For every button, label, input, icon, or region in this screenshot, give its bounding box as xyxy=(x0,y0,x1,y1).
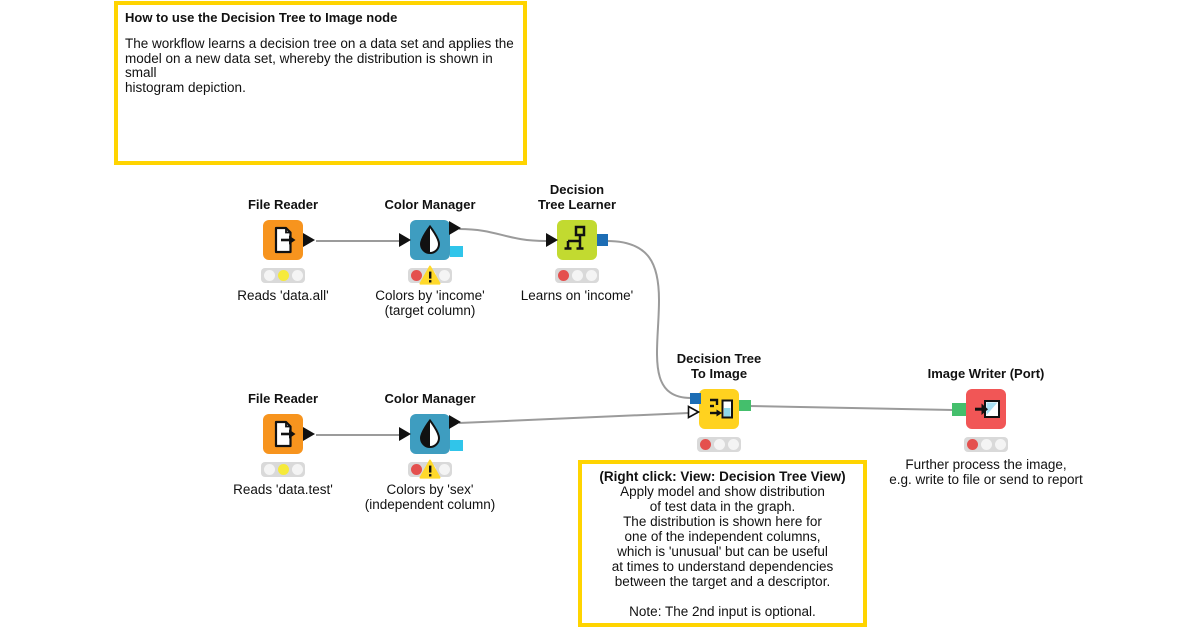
status-dot xyxy=(557,270,569,281)
node-caption: Reads 'data.test' xyxy=(233,482,333,497)
node-decision-tree-learner[interactable]: Decision Tree Learner Learns on 'inc xyxy=(521,182,633,303)
status-dot xyxy=(994,439,1006,450)
input-port[interactable] xyxy=(399,427,411,441)
status-dot xyxy=(263,270,275,281)
annotation-box-top[interactable]: How to use the Decision Tree to Image no… xyxy=(114,1,527,165)
traffic-light xyxy=(697,437,741,452)
tree-to-image-icon xyxy=(710,398,733,419)
output-port[interactable] xyxy=(303,427,315,441)
status-dot xyxy=(263,464,275,475)
traffic-light xyxy=(261,268,305,283)
output-port[interactable] xyxy=(303,233,315,247)
connection-treetoimage-imagewriter[interactable] xyxy=(748,405,954,411)
color-drop-icon xyxy=(419,418,441,448)
output-port-data[interactable] xyxy=(449,415,461,429)
output-port-image[interactable] xyxy=(739,400,751,411)
status-dot xyxy=(291,270,303,281)
annotation-box-bottom[interactable]: (Right click: View: Decision Tree View) … xyxy=(578,460,867,627)
node-file-reader-2[interactable]: File Reader Reads 'data.test' xyxy=(233,391,333,497)
status-dot xyxy=(585,270,597,281)
status-dot xyxy=(410,464,422,475)
input-port-image[interactable] xyxy=(952,403,966,416)
node-caption: Colors by 'sex' (independent column) xyxy=(364,482,496,512)
file-reader-icon xyxy=(274,420,296,448)
traffic-light xyxy=(261,462,305,477)
node-label: Decision Tree Learner xyxy=(537,182,617,212)
connection-colormanager2-treetoimage[interactable] xyxy=(458,412,690,424)
node-label: Color Manager xyxy=(384,197,476,212)
output-port-model[interactable] xyxy=(597,234,608,246)
node-color-manager-2[interactable]: Color Manager Colors by 'sex' (independe… xyxy=(365,391,496,512)
node-caption: Further process the image, e.g. write to… xyxy=(889,457,1083,487)
status-dot xyxy=(291,464,303,475)
node-label: Image Writer (Port) xyxy=(927,366,1045,381)
node-image-writer-port[interactable]: Image Writer (Port) Further process the … xyxy=(889,366,1083,487)
warning-icon xyxy=(419,459,441,479)
status-dot xyxy=(699,439,711,450)
status-dot xyxy=(277,270,289,281)
warning-icon xyxy=(419,265,441,285)
node-label: Decision Tree To Image xyxy=(676,351,762,381)
status-dot xyxy=(966,439,978,450)
node-file-reader-1[interactable]: File Reader Reads 'data.all' xyxy=(237,197,328,303)
node-label: File Reader xyxy=(247,391,319,406)
file-reader-icon xyxy=(274,226,296,254)
annotation-body: The workflow learns a decision tree on a… xyxy=(125,36,514,95)
node-caption: Reads 'data.all' xyxy=(237,288,329,303)
annotation-title: (Right click: View: Decision Tree View) xyxy=(599,469,846,484)
status-dot xyxy=(277,464,289,475)
output-port-color-model[interactable] xyxy=(450,246,463,257)
image-writer-icon xyxy=(975,400,1000,418)
decision-tree-icon xyxy=(564,225,586,250)
status-dot xyxy=(980,439,992,450)
node-label: File Reader xyxy=(247,197,319,212)
annotation-title: How to use the Decision Tree to Image no… xyxy=(125,10,398,25)
node-caption: Learns on 'income' xyxy=(520,288,634,303)
status-dot xyxy=(727,439,739,450)
traffic-light xyxy=(408,459,452,479)
input-port-model[interactable] xyxy=(690,393,701,404)
traffic-light xyxy=(555,268,599,283)
status-dot xyxy=(438,464,450,475)
status-dot xyxy=(713,439,725,450)
annotation-body: Apply model and show distribution of tes… xyxy=(611,484,834,619)
input-port-optional[interactable] xyxy=(687,405,700,419)
status-dot xyxy=(410,270,422,281)
node-color-manager-1[interactable]: Color Manager Colors by 'income' (target… xyxy=(375,197,484,318)
connection-treelearner-treetoimage[interactable] xyxy=(606,240,692,399)
traffic-light xyxy=(408,265,452,285)
output-port-data[interactable] xyxy=(449,221,461,235)
color-drop-icon xyxy=(419,224,441,254)
output-port-color-model[interactable] xyxy=(450,440,463,451)
connection-colormanager1-treelearner[interactable] xyxy=(458,228,547,242)
node-caption: Colors by 'income' (target column) xyxy=(375,288,485,318)
node-label: Color Manager xyxy=(384,391,476,406)
node-decision-tree-to-image[interactable]: Decision Tree To Image xyxy=(677,351,761,452)
input-port[interactable] xyxy=(399,233,411,247)
status-dot xyxy=(571,270,583,281)
input-port[interactable] xyxy=(546,233,558,247)
status-dot xyxy=(438,270,450,281)
traffic-light xyxy=(964,437,1008,452)
